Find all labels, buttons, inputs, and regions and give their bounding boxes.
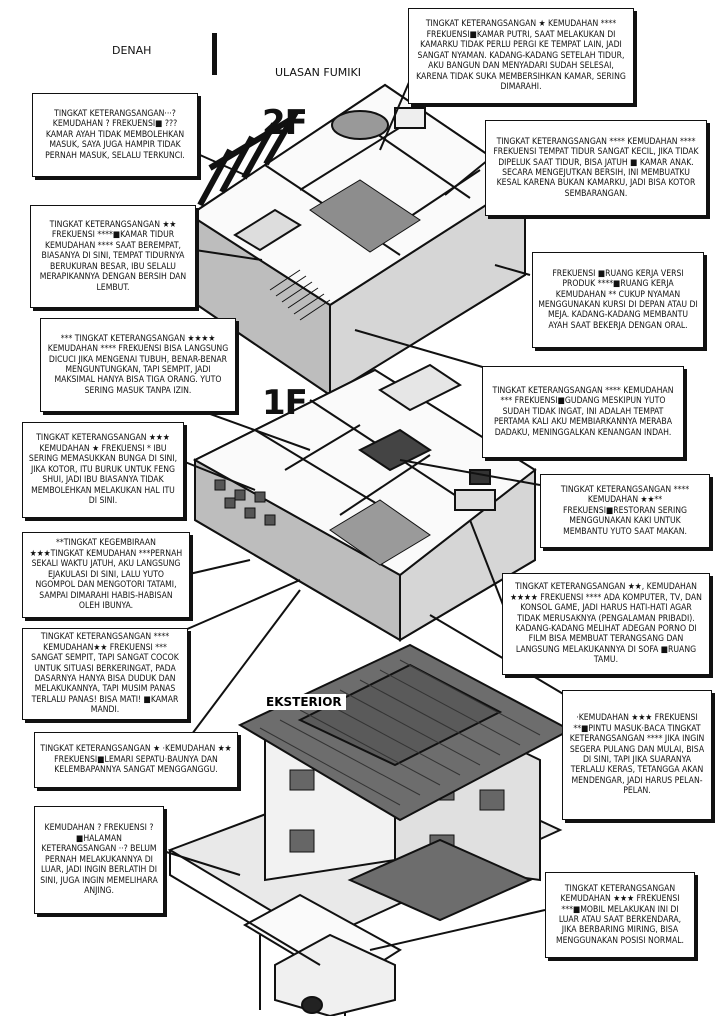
note-kamar-cuci: *** TINGKAT KETERANGSANGAN ★★★★ KEMUDAHA…: [40, 318, 236, 412]
floor-1-cutaway: [192, 363, 537, 642]
note-lemari-sepatu: TINGKAT KETERANGSANGAN ★ ·KEMUDAHAN ★★ F…: [34, 732, 238, 788]
note-kamar-mandi: TINGKAT KETERANGSANGAN **** KEMUDAHAN★★ …: [22, 628, 188, 720]
note-mobil: TINGKAT KETERANGSANGAN KEMUDAHAN ★★★ FRE…: [545, 872, 695, 958]
note-tatami: **TINGKAT KEGEMBIRAAN ★★★TINGKAT KEMUDAH…: [22, 532, 190, 618]
house-exterior: [167, 643, 573, 1016]
note-restoran: TINGKAT KETERANGSANGAN **** KEMUDAHAN ★★…: [540, 474, 710, 548]
note-halaman: KEMUDAHAN ? FREKUENSI ?■HALAMAN KETERANG…: [34, 806, 164, 914]
exterior-label: EKSTERIOR: [262, 694, 346, 710]
note-kamar-ayah: TINGKAT KETERANGSANGAN···? KEMUDAHAN ? F…: [32, 93, 198, 177]
note-kamar-tidur: TINGKAT KETERANGSANGAN ★★ FREKUENSI ****…: [30, 205, 196, 308]
note-ruang-kerja: FREKUENSI ■RUANG KERJA VERSI PRODUK ****…: [532, 252, 704, 348]
note-ruang-tamu: TINGKAT KETERANGSANGAN ★★, KEMUDAHAN ★★★…: [502, 573, 710, 675]
note-kamar-putri: TINGKAT KETERANGSANGAN ★ KEMUDAHAN **** …: [408, 8, 634, 104]
header-ulasan: ULASAN FUMIKI: [275, 66, 361, 79]
note-wc: TINGKAT KETERANGSANGAN ★★★ KEMUDAHAN ★ F…: [22, 422, 184, 518]
header-denah: DENAH: [112, 44, 152, 57]
note-gudang: TINGKAT KETERANGSANGAN **** KEMUDAHAN **…: [482, 366, 684, 458]
note-kamar-anak: TINGKAT KETERANGSANGAN **** KEMUDAHAN **…: [485, 120, 707, 216]
header-divider: [212, 33, 217, 75]
floor-label-2f: 2F: [262, 103, 308, 143]
note-pintu-masuk: ·KEMUDAHAN ★★★ FREKUENSI **■PINTU MASUK·…: [562, 690, 712, 820]
floor-label-1f: 1F: [262, 383, 308, 423]
